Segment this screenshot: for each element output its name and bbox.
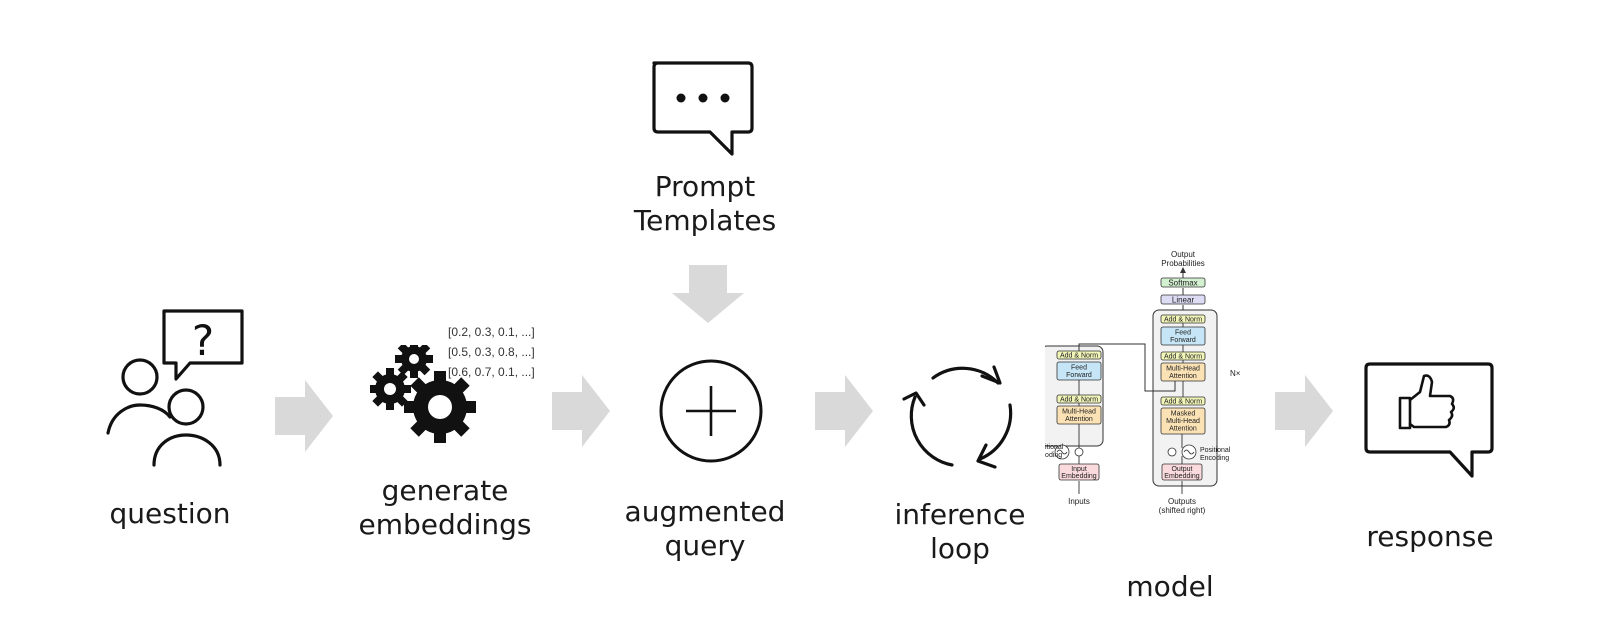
decoder-add-norm-text-3: Add & Norm: [1164, 317, 1202, 324]
augmented-query-line-2: query: [664, 529, 746, 562]
plus-circle-icon: [659, 359, 763, 463]
encoder-mha-text-1: Multi-Head: [1062, 409, 1096, 416]
input-embedding-text-2: Embedding: [1061, 473, 1097, 480]
masked-text-3: Attention: [1169, 426, 1197, 433]
users-question-icon: ?: [106, 309, 244, 467]
linear-text: Linear: [1172, 296, 1195, 305]
embedding-vectors: [0.2, 0.3, 0.1, ...] [0.5, 0.3, 0.8, ...…: [448, 322, 535, 382]
inference-loop-label: inference loop: [880, 498, 1040, 566]
encoder-mha-text-2: Attention: [1065, 416, 1093, 423]
arrow-embeddings-to-query: [552, 375, 610, 447]
embedding-vector-1: [0.2, 0.3, 0.1, ...]: [448, 325, 535, 339]
model-label: model: [1126, 570, 1214, 603]
embedding-vector-3: [0.6, 0.7, 0.1, ...]: [448, 365, 535, 379]
output-probabilities-text-2: Probabilities: [1161, 259, 1205, 268]
nx-right-label: N×: [1230, 369, 1241, 378]
outputs-text-2: (shifted right): [1159, 506, 1206, 515]
inputs-text: Inputs: [1068, 497, 1090, 506]
output-probabilities-text-1: Output: [1171, 250, 1196, 259]
pos-enc-right-1: Positional: [1200, 447, 1231, 454]
decoder-mha-text-2: Attention: [1169, 373, 1197, 380]
chat-ellipsis-icon: [652, 61, 754, 156]
decoder-add-norm-text-2: Add & Norm: [1164, 354, 1202, 361]
prompt-templates-line-1: Prompt: [654, 170, 756, 203]
output-embedding-text-2: Embedding: [1164, 473, 1200, 480]
generate-embeddings-label: generate embeddings: [350, 474, 540, 542]
encoder-ff-text-1: Feed: [1071, 365, 1087, 372]
refresh-loop-icon: [902, 365, 1013, 469]
encoder-ff-text-2: Forward: [1066, 372, 1092, 379]
masked-text-2: Multi-Head: [1166, 418, 1200, 425]
decoder-mha-text-1: Multi-Head: [1166, 366, 1200, 373]
arrow-question-to-embeddings: [275, 380, 333, 452]
decoder-add-norm-text-1: Add & Norm: [1164, 399, 1202, 406]
thumbs-up-chat-icon: [1364, 362, 1494, 478]
inference-loop-line-1: inference: [894, 498, 1026, 531]
arrow-query-to-loop: [815, 375, 873, 447]
embedding-vector-2: [0.5, 0.3, 0.8, ...]: [448, 345, 535, 359]
generate-embeddings-line-2: embeddings: [358, 508, 532, 541]
arrow-templates-to-query: [672, 265, 744, 323]
encoder-add-norm-text-2: Add & Norm: [1060, 353, 1098, 360]
decoder-ff-text-2: Forward: [1170, 337, 1196, 344]
decoder-ff-text-1: Feed: [1175, 330, 1191, 337]
inference-loop-line-2: loop: [930, 532, 990, 565]
augmented-query-line-1: augmented: [624, 495, 786, 528]
pos-enc-right-2: Encoding: [1200, 455, 1229, 462]
outputs-text-1: Outputs: [1168, 497, 1196, 506]
pos-enc-left-1: Positional: [1045, 444, 1064, 451]
softmax-text: Softmax: [1168, 279, 1197, 288]
prompt-templates-label: Prompt Templates: [610, 170, 800, 238]
gears-icon: [370, 345, 476, 443]
question-label: question: [109, 497, 231, 530]
masked-text-1: Masked: [1171, 411, 1196, 418]
pos-enc-left-2: Encoding: [1045, 452, 1062, 459]
output-embedding-text-1: Output: [1171, 466, 1192, 473]
encoder-add-norm-text-1: Add & Norm: [1060, 397, 1098, 404]
augmented-query-label: augmented query: [610, 495, 800, 563]
arrow-model-to-response: [1275, 375, 1333, 447]
svg-text:?: ?: [192, 316, 214, 365]
input-embedding-text-1: Input: [1071, 466, 1087, 473]
generate-embeddings-line-1: generate: [381, 474, 509, 507]
prompt-templates-line-2: Templates: [633, 204, 777, 237]
response-label: response: [1366, 520, 1494, 553]
transformer-diagram: Output Probabilities Softmax Linear Add …: [1045, 250, 1241, 515]
